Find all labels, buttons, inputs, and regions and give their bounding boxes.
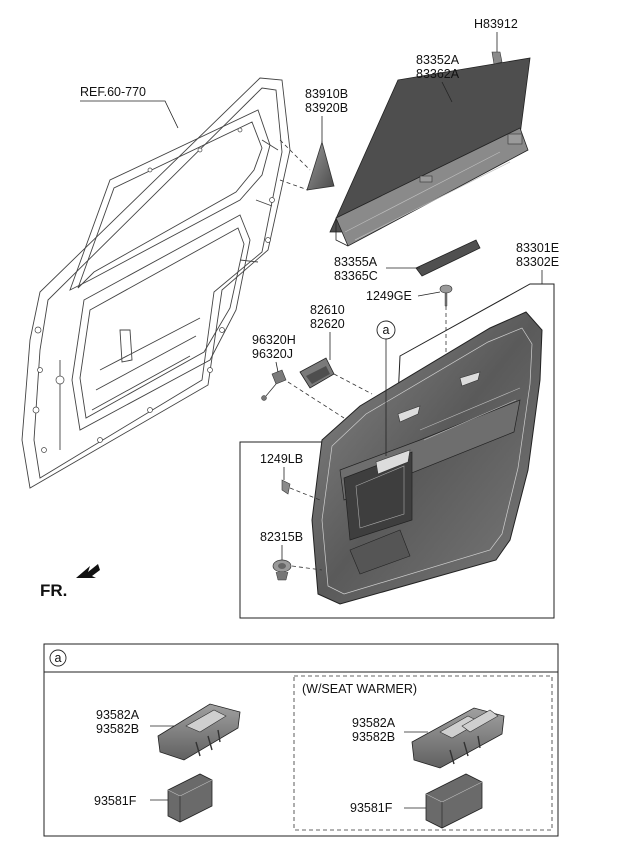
lamp-96320h	[261, 369, 287, 401]
label-83365c: 83365C	[334, 269, 378, 283]
label-96320h: 96320H	[252, 333, 296, 347]
left-label-93582a: 93582A	[96, 708, 140, 722]
dash-lamp	[287, 381, 345, 419]
seat-warmer-box	[293, 675, 553, 831]
clip-82315b	[272, 559, 292, 581]
label-82315b: 82315B	[260, 530, 303, 544]
leader-83352a	[441, 81, 453, 103]
detail-a-box	[43, 643, 559, 837]
seat-warmer-label: (W/SEAT WARMER)	[302, 682, 417, 696]
clip-h83912	[491, 51, 503, 65]
ref-label: REF.60-770	[80, 85, 146, 99]
leader-1249ge	[417, 291, 441, 297]
clip-1249lb	[281, 479, 291, 495]
screw-1249ge	[439, 284, 453, 307]
left-label-93581f: 93581F	[94, 794, 137, 808]
ref-leader	[80, 100, 179, 129]
label-83352a: 83352A	[416, 53, 460, 67]
dash-82315b	[291, 565, 323, 571]
left-label-93582b: 93582B	[96, 722, 139, 736]
garnish	[415, 239, 481, 277]
right-label-93582a: 93582A	[352, 716, 396, 730]
detail-a-label: a	[55, 651, 62, 665]
right-switch-bezel	[411, 707, 505, 769]
delta-trim	[306, 140, 335, 191]
left-window-switch	[167, 773, 213, 823]
right-label-93582b: 93582B	[352, 730, 395, 744]
leader-96320h	[275, 361, 279, 373]
dash-delta	[279, 139, 311, 191]
door-frame	[21, 77, 291, 489]
inside-handle	[299, 357, 335, 389]
label-83920b: 83920B	[305, 101, 348, 115]
dash-handle	[333, 373, 373, 395]
label-h83912: H83912	[474, 17, 518, 31]
dash-1249lb	[289, 487, 321, 501]
left-switch-bezel	[157, 703, 241, 761]
label-82610: 82610	[310, 303, 345, 317]
right-window-switch	[425, 773, 483, 829]
label-83355a: 83355A	[334, 255, 378, 269]
label-96320j: 96320J	[252, 347, 293, 361]
right-label-93581f: 93581F	[350, 801, 393, 815]
label-83301e: 83301E	[516, 241, 559, 255]
label-1249ge: 1249GE	[366, 289, 412, 303]
front-direction-arrow-icon	[76, 564, 100, 578]
label-83362a: 83362A	[416, 67, 460, 81]
door-trim-panel	[311, 311, 543, 605]
label-83302e: 83302E	[516, 255, 559, 269]
label-1249lb: 1249LB	[260, 452, 303, 466]
label-83910b: 83910B	[305, 87, 348, 101]
label-82620: 82620	[310, 317, 345, 331]
sunshade	[329, 57, 531, 247]
callout-a-text: a	[383, 323, 390, 337]
callout-a: a	[376, 320, 396, 456]
fr-label: FR.	[40, 581, 67, 600]
